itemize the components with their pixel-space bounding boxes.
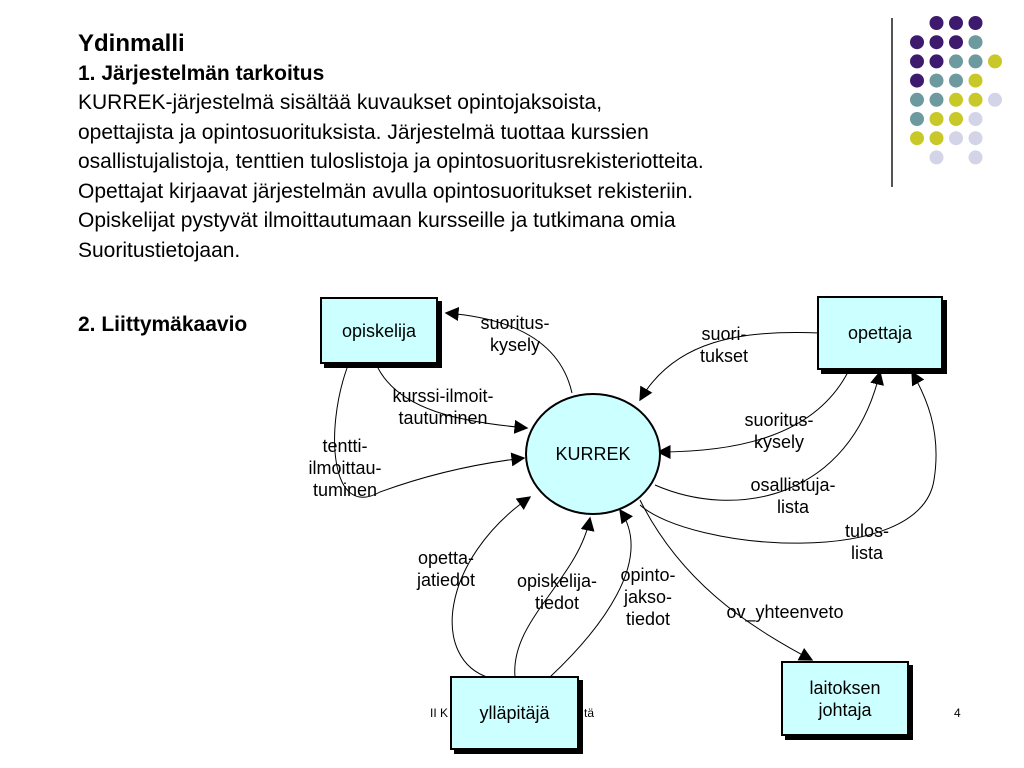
arrow-osallistujalista — [654, 370, 884, 501]
flow-label-kurssi-ilmoittautuminen: kurssi-ilmoit- tautuminen — [392, 386, 494, 428]
body-line: Opiskelijat pystyvät ilmoittautumaan kur… — [78, 209, 676, 232]
flow-label-ov-yhteenveto: ov_yhteenveto — [726, 602, 844, 622]
flow-label-tentti-ilmoittautuminen: tentti- ilmoittau- tuminen — [308, 436, 382, 500]
entity-opiskelija: opiskelija — [320, 297, 438, 364]
slide-text: Ydinmalli 1. Järjestelmän tarkoitus KURR… — [78, 28, 858, 265]
arrow-suoritus-kysely-from-opettaja — [656, 371, 849, 459]
footer-text-left: II K — [430, 706, 449, 720]
process-label: KURREK — [555, 443, 631, 464]
entity-label-line: johtaja — [818, 699, 872, 720]
arrow-suoritus-kysely-to-opiskelija — [444, 307, 573, 394]
footer-text-right: tä — [584, 706, 595, 720]
page-number: 4 — [954, 706, 961, 720]
arrow-kurssi-ilmoittautuminen — [377, 367, 529, 434]
flow-label-suoritukset: suori- tukset — [699, 324, 749, 366]
flow-label-osallistujalista: osallistuja- lista — [750, 475, 836, 517]
arrow-opintojaksotiedot — [549, 508, 633, 678]
flow-label-opintojaksotiedot: opinto- jakso- tiedot — [620, 565, 676, 629]
flow-label-opiskelijatiedot: opiskelija- tiedot — [516, 571, 598, 613]
body-line: osallistujalistoja, tenttien tuloslistoj… — [78, 150, 704, 173]
arrow-suoritukset — [639, 332, 821, 402]
section-heading-purpose: 1. Järjestelmän tarkoitus — [78, 62, 325, 85]
arrow-opiskelijatiedot — [514, 516, 595, 678]
entity-opettaja: opettaja — [817, 296, 943, 370]
body-line: opettajista ja opintosuorituksista. Järj… — [78, 120, 649, 144]
section-heading-context-diagram: 2. Liittymäkaavio — [78, 313, 248, 336]
arrow-ov-yhteenveto — [639, 499, 814, 661]
entity-laitoksen-johtaja: laitoksen johtaja — [781, 661, 909, 736]
slide-title: Ydinmalli — [78, 30, 185, 57]
body-line: Opettajat kirjaavat järjestelmän avulla … — [78, 179, 694, 203]
entity-yllapitaja: ylläpitäjä — [450, 676, 579, 750]
flow-label-suoritus-kysely-right: suoritus- kysely — [744, 410, 814, 452]
entity-label: opettaja — [847, 323, 913, 343]
arrow-tentti-ilmoittautuminen — [334, 367, 526, 498]
flow-label-tuloslista: tulos- lista — [844, 521, 890, 563]
flow-label-suoritus-kysely-left: suoritus- kysely — [480, 313, 550, 355]
body-line: KURREK-järjestelmä sisältää kuvaukset op… — [78, 91, 603, 114]
body-line: Suoritustietojaan. — [78, 238, 241, 262]
arrow-tuloslista — [639, 370, 937, 544]
flow-label-opettajatiedot: opetta- jatiedot — [416, 548, 476, 590]
arrow-opettajatiedot — [451, 496, 532, 679]
process-kurrek: KURREK — [525, 393, 661, 515]
entity-label: opiskelija — [341, 320, 417, 341]
entity-label-line: laitoksen — [809, 677, 881, 698]
entity-label: ylläpitäjä — [479, 703, 550, 723]
